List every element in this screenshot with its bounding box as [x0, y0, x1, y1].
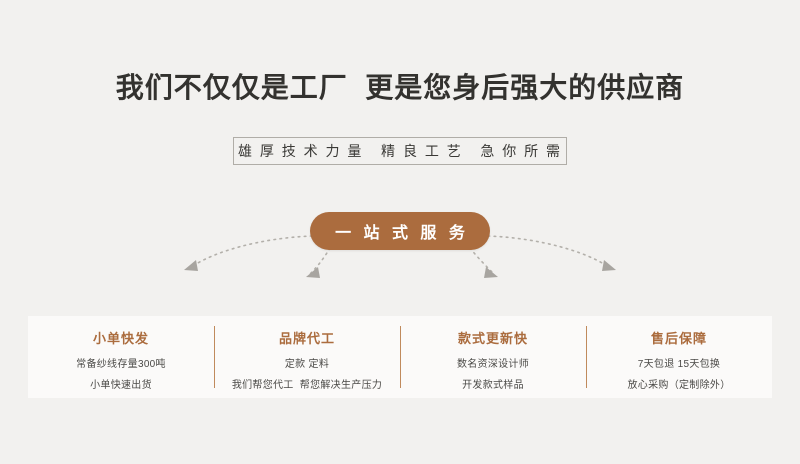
feature-card-title: 款式更新快: [457, 331, 528, 346]
subtitle-box: 雄 厚 技 术 力 量 精 良 工 艺 急 你 所 需: [233, 137, 567, 165]
feature-card-title: 售后保障: [650, 331, 707, 346]
feature-card-line: 放心采购（定制除外）: [627, 380, 731, 391]
feature-card-line: 7天包退 15天包换: [637, 359, 721, 370]
feature-card-title: 品牌代工: [278, 331, 335, 346]
feature-card-line: 小单快速出货: [90, 380, 152, 391]
subtitle-text: 雄 厚 技 术 力 量 精 良 工 艺 急 你 所 需: [237, 143, 563, 159]
feature-card-line: 数名资深设计师: [456, 359, 530, 370]
feature-card: 售后保障 7天包退 15天包换 放心采购（定制除外）: [586, 316, 772, 398]
feature-card-list: 小单快发 常备纱线存量300吨 小单快速出货 品牌代工 定款 定料 我们帮您代工…: [28, 316, 772, 398]
service-pill: 一 站 式 服 务: [310, 212, 490, 250]
feature-card: 款式更新快 数名资深设计师 开发款式样品: [400, 316, 586, 398]
feature-card-line: 开发款式样品: [462, 380, 524, 391]
feature-card-line: 定款 定料: [284, 359, 330, 370]
page-title: 我们不仅仅是工厂 更是您身后强大的供应商: [115, 72, 685, 103]
service-pill-label: 一 站 式 服 务: [335, 225, 469, 242]
feature-card: 小单快发 常备纱线存量300吨 小单快速出货: [28, 316, 214, 398]
feature-card-line: 常备纱线存量300吨: [76, 359, 166, 370]
feature-card-line: 我们帮您代工 帮您解决生产压力: [231, 380, 383, 391]
feature-card-title: 小单快发: [92, 331, 149, 346]
feature-card: 品牌代工 定款 定料 我们帮您代工 帮您解决生产压力: [214, 316, 400, 398]
